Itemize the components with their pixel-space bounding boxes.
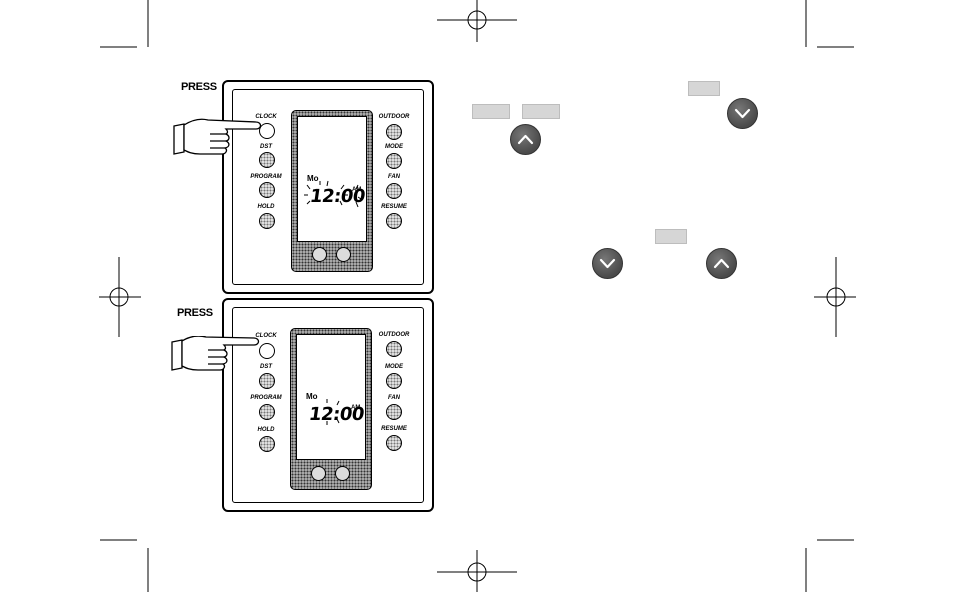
clock-button[interactable]	[259, 343, 275, 359]
resume-button[interactable]	[386, 435, 402, 451]
clock-label: CLOCK	[255, 114, 277, 120]
press-label-top: PRESS	[181, 81, 217, 93]
up-arrow-button[interactable]	[335, 466, 350, 481]
hold-button[interactable]	[259, 436, 275, 452]
mode-button[interactable]	[386, 373, 402, 389]
clock-label: CLOCK	[255, 333, 277, 339]
hold-label: HOLD	[257, 427, 275, 433]
dst-button[interactable]	[259, 152, 275, 168]
resume-label: RESUME	[381, 204, 407, 210]
down-arrow-button[interactable]	[311, 466, 326, 481]
lcd-day: Mo	[306, 392, 318, 401]
pointing-hand-icon	[171, 336, 260, 371]
program-button[interactable]	[259, 182, 275, 198]
flash-marks-icon	[304, 180, 362, 208]
button-placeholder	[655, 229, 687, 244]
chevron-down-icon	[592, 248, 623, 279]
outdoor-label: OUTDOOR	[378, 332, 410, 338]
fan-button[interactable]	[386, 183, 402, 199]
panel-inner-border	[232, 89, 424, 285]
registration-mark-icon	[437, 550, 517, 592]
clock-button[interactable]	[259, 123, 275, 139]
button-placeholder	[688, 81, 720, 96]
resume-label: RESUME	[381, 426, 407, 432]
button-placeholder	[472, 104, 510, 119]
registration-mark-icon	[814, 257, 856, 337]
button-placeholder	[522, 104, 560, 119]
registration-mark-icon	[437, 0, 517, 42]
dst-label: DST	[260, 364, 272, 370]
chevron-down-icon	[727, 98, 758, 129]
outdoor-button[interactable]	[386, 124, 402, 140]
program-button[interactable]	[259, 404, 275, 420]
lcd-day: Mo	[307, 174, 319, 183]
hold-button[interactable]	[259, 213, 275, 229]
registration-mark-icon	[99, 257, 141, 337]
program-label: PROGRAM	[250, 395, 282, 401]
flash-marks-icon	[326, 399, 344, 425]
chevron-up-icon	[706, 248, 737, 279]
up-arrow-button[interactable]	[336, 247, 351, 262]
display-bezel: Mo 12:00 AM	[290, 328, 372, 490]
mode-label: MODE	[385, 144, 403, 150]
program-label: PROGRAM	[250, 174, 282, 180]
mode-button[interactable]	[386, 153, 402, 169]
lcd-screen: Mo 12:00 AM	[297, 116, 367, 242]
thermostat-panel-bottom: CLOCK DST PROGRAM HOLD OUTDOOR MODE FAN …	[222, 298, 434, 512]
lcd-ampm: AM	[351, 405, 361, 411]
chevron-up-icon	[510, 124, 541, 155]
resume-button[interactable]	[386, 213, 402, 229]
dst-label: DST	[260, 144, 272, 150]
outdoor-button[interactable]	[386, 341, 402, 357]
down-arrow-button[interactable]	[312, 247, 327, 262]
fan-label: FAN	[388, 395, 400, 401]
fan-button[interactable]	[386, 404, 402, 420]
panel-inner-border	[232, 307, 424, 503]
lcd-screen: Mo 12:00 AM	[296, 334, 366, 460]
pointing-hand-icon	[173, 118, 262, 155]
dst-button[interactable]	[259, 373, 275, 389]
press-label-bottom: PRESS	[177, 307, 213, 319]
thermostat-panel-top: CLOCK DST PROGRAM HOLD OUTDOOR MODE FAN …	[222, 80, 434, 294]
lcd-ampm: AM	[352, 187, 362, 193]
mode-label: MODE	[385, 364, 403, 370]
outdoor-label: OUTDOOR	[378, 114, 410, 120]
hold-label: HOLD	[257, 204, 275, 210]
fan-label: FAN	[388, 174, 400, 180]
display-bezel: Mo 12:00 AM	[291, 110, 373, 272]
